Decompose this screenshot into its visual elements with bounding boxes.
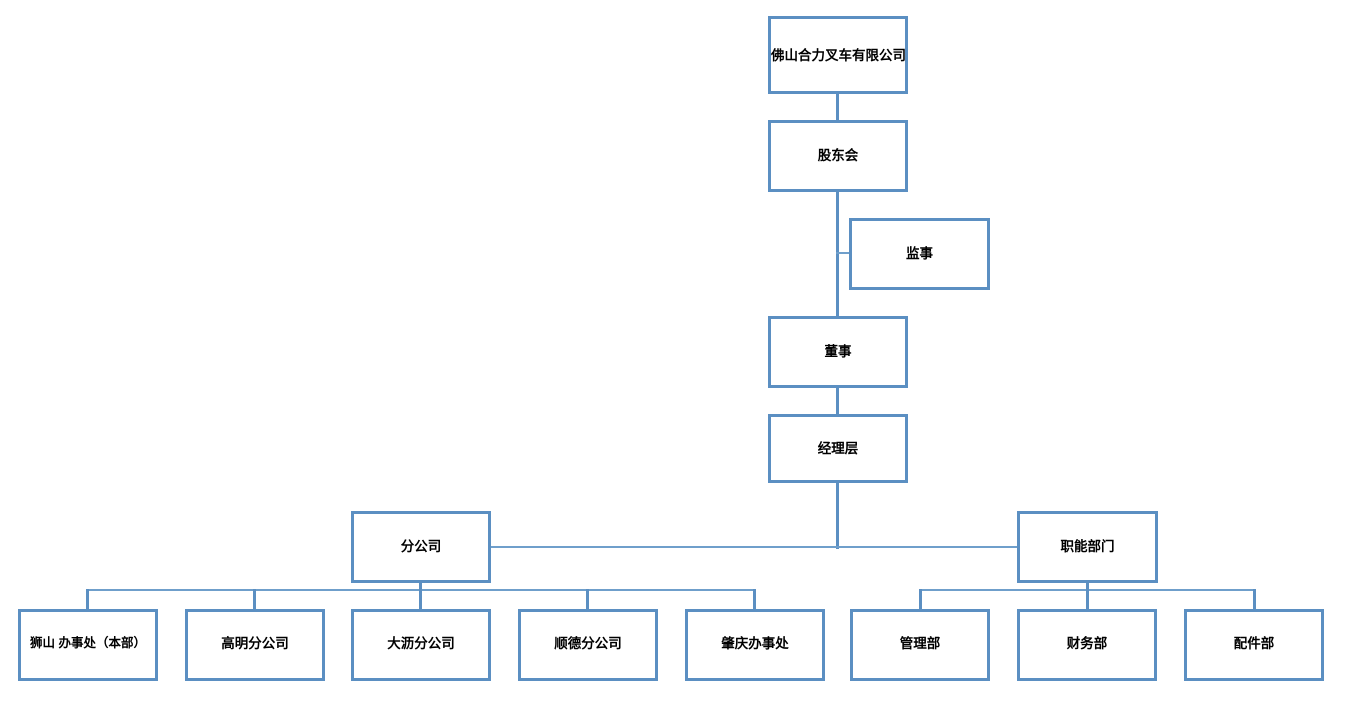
connector-trunk-to-supervisor bbox=[836, 252, 852, 254]
connector-shareholders-trunk bbox=[836, 192, 839, 316]
connector-management-trunk bbox=[836, 483, 839, 549]
node-branch-group[interactable]: 分公司 bbox=[351, 511, 491, 583]
node-supervisor-label: 监事 bbox=[906, 246, 933, 261]
node-shareholders-meeting[interactable]: 股东会 bbox=[768, 120, 908, 192]
connector-drop-caiwubu bbox=[1086, 589, 1089, 609]
connector-drop-dali bbox=[419, 589, 422, 609]
node-dept-management[interactable]: 管理部 bbox=[850, 609, 990, 681]
connector-drop-guanlibu bbox=[919, 589, 922, 609]
node-branch-shishan-office[interactable]: 狮山 办事处（本部） bbox=[18, 609, 158, 681]
connector-company-to-shareholders bbox=[836, 94, 839, 120]
connector-director-to-management bbox=[836, 388, 839, 414]
node-director-label: 董事 bbox=[824, 344, 852, 359]
node-shareholders-meeting-label: 股东会 bbox=[817, 148, 859, 163]
node-dept-finance[interactable]: 财务部 bbox=[1017, 609, 1157, 681]
node-branch-group-label: 分公司 bbox=[400, 539, 442, 554]
connector-drop-gaoming bbox=[253, 589, 256, 609]
node-branch-zhaoqing-office[interactable]: 肇庆办事处 bbox=[685, 609, 825, 681]
node-branch-zhaoqing-office-label: 肇庆办事处 bbox=[721, 636, 789, 651]
node-branch-shunde-label: 顺德分公司 bbox=[554, 636, 622, 651]
node-management-layer[interactable]: 经理层 bbox=[768, 414, 908, 483]
node-function-group[interactable]: 职能部门 bbox=[1017, 511, 1158, 583]
node-branch-shunde[interactable]: 顺德分公司 bbox=[518, 609, 658, 681]
node-branch-dali-label: 大沥分公司 bbox=[387, 636, 455, 651]
node-dept-parts[interactable]: 配件部 bbox=[1184, 609, 1324, 681]
node-company[interactable]: 佛山合力叉车有限公司 bbox=[768, 16, 908, 94]
node-director[interactable]: 董事 bbox=[768, 316, 908, 388]
node-dept-parts-label: 配件部 bbox=[1233, 636, 1275, 651]
node-branch-dali[interactable]: 大沥分公司 bbox=[351, 609, 491, 681]
node-dept-finance-label: 财务部 bbox=[1066, 636, 1108, 651]
node-company-label: 佛山合力叉车有限公司 bbox=[771, 48, 906, 63]
connector-level5-bus bbox=[490, 546, 1018, 548]
connector-drop-shunde bbox=[586, 589, 589, 609]
connector-drop-shishan bbox=[86, 589, 89, 609]
connector-drop-peijianbu bbox=[1253, 589, 1256, 609]
node-branch-gaoming[interactable]: 高明分公司 bbox=[185, 609, 325, 681]
node-function-group-label: 职能部门 bbox=[1060, 539, 1115, 554]
node-supervisor[interactable]: 监事 bbox=[849, 218, 990, 290]
node-management-layer-label: 经理层 bbox=[817, 441, 859, 456]
node-branch-gaoming-label: 高明分公司 bbox=[221, 636, 289, 651]
connector-drop-zhaoqing bbox=[753, 589, 756, 609]
node-dept-management-label: 管理部 bbox=[899, 636, 941, 651]
node-branch-shishan-office-label: 狮山 办事处（本部） bbox=[30, 636, 146, 650]
